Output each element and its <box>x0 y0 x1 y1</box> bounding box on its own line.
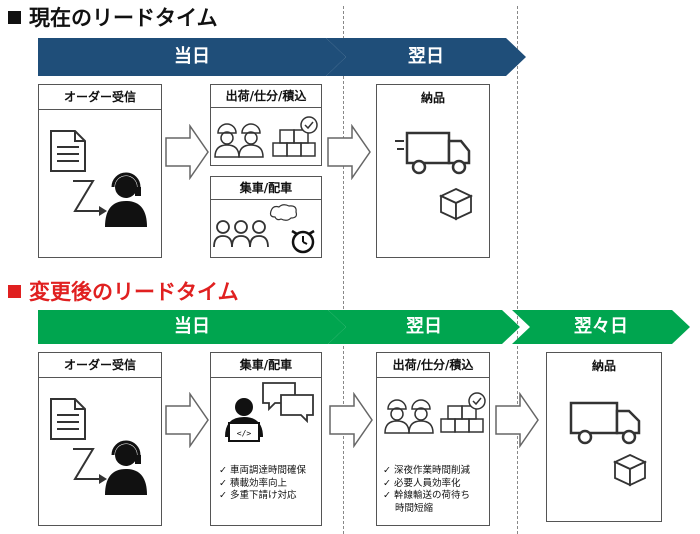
current-ship-box: 出荷/仕分/積込 <box>210 84 322 166</box>
list-item: ✓ 幹線輸送の荷待ち <box>383 490 470 501</box>
changed-band-day2: 翌日 <box>328 310 520 344</box>
list-item: ✓ 必要人員効率化 <box>383 477 461 489</box>
current-order-box: オーダー受信 <box>38 84 162 258</box>
flow-arrow-icon <box>165 124 209 180</box>
square-bullet-icon <box>8 11 21 24</box>
changed-order-box: オーダー受信 <box>38 352 162 526</box>
current-deliver-title: 納品 <box>420 91 445 105</box>
square-bullet-icon <box>8 285 21 298</box>
changed-collect-box: 集車/配車 </> ✓ 車両調達時間確保 ✓ 積載効率向上 ✓ 多重下請け対応 <box>210 352 322 526</box>
operator-icon <box>105 172 147 227</box>
alarm-clock-icon <box>291 229 315 254</box>
flow-arrow-icon <box>495 392 539 448</box>
boxes-icon <box>440 392 486 433</box>
changed-collect-title: 集車/配車 <box>211 353 321 378</box>
flow-arrow-icon <box>327 124 371 180</box>
truck-icon <box>395 131 471 175</box>
list-item: ✓ 深夜作業時間削減 <box>383 465 470 476</box>
current-band-day2-label: 翌日 <box>408 46 444 67</box>
box-icon <box>613 454 647 487</box>
boxes-icon <box>272 116 318 157</box>
current-band-day1: 当日 <box>38 38 346 76</box>
workers-icon <box>384 399 434 434</box>
workers-icon <box>214 123 264 158</box>
changed-deliver-box: 納品 <box>546 352 662 522</box>
day-divider-2 <box>517 6 518 534</box>
svg-text:</>: </> <box>237 429 252 438</box>
changed-band-day3: 翌々日 <box>512 310 690 344</box>
changed-band-day2-label: 翌日 <box>406 316 442 337</box>
changed-band-day3-label: 翌々日 <box>574 316 628 337</box>
flow-arrow-icon <box>329 392 373 448</box>
changed-collect-bullets: ✓ 車両調達時間確保 ✓ 積載効率向上 ✓ 多重下請け対応 <box>219 465 306 503</box>
laptop-person-icon: </> <box>225 398 263 442</box>
speech-bubbles-icon <box>262 382 314 423</box>
changed-band-day1: 当日 <box>38 310 346 344</box>
current-ship-group: 出荷/仕分/積込 集車/配車 <box>210 84 322 258</box>
current-ship-title: 出荷/仕分/積込 <box>211 85 321 108</box>
document-icon <box>50 130 86 172</box>
thought-bubble-icon <box>269 204 298 221</box>
changed-deliver-title: 納品 <box>591 359 616 373</box>
day-divider-1 <box>343 6 344 534</box>
current-order-title: オーダー受信 <box>39 85 161 110</box>
current-deliver-box: 納品 <box>376 84 490 258</box>
list-item: ✓ 多重下請け対応 <box>219 490 297 501</box>
operator-icon <box>105 440 147 495</box>
current-band-day2: 翌日 <box>326 38 526 76</box>
current-band-day1-label: 当日 <box>174 46 210 67</box>
changed-ship-box: 出荷/仕分/積込 ✓ 深夜作業時間削減 ✓ 必要人員効率化 ✓ 幹線輸送の荷待ち… <box>376 352 490 526</box>
zigzag-arrow-icon <box>73 448 107 484</box>
changed-order-title: オーダー受信 <box>39 353 161 378</box>
flow-arrow-icon <box>165 392 209 448</box>
zigzag-arrow-icon <box>73 180 107 216</box>
list-item: ✓ 積載効率向上 <box>219 477 287 489</box>
changed-band-day1-label: 当日 <box>174 316 210 337</box>
changed-section-title: 変更後のリードタイム <box>8 280 239 304</box>
current-section-title: 現在のリードタイム <box>8 6 218 30</box>
changed-ship-bullets: ✓ 深夜作業時間削減 ✓ 必要人員効率化 ✓ 幹線輸送の荷待ち 時間短縮 <box>383 465 470 515</box>
changed-ship-title: 出荷/仕分/積込 <box>377 353 489 378</box>
document-icon <box>50 398 86 440</box>
box-icon <box>439 188 473 221</box>
group-icon <box>213 220 269 248</box>
list-item: ✓ 車両調達時間確保 <box>219 465 306 476</box>
current-collect-title: 集車/配車 <box>211 177 321 200</box>
truck-icon <box>569 401 641 445</box>
current-collect-box: 集車/配車 <box>210 176 322 258</box>
list-item: 時間短縮 <box>395 502 434 514</box>
